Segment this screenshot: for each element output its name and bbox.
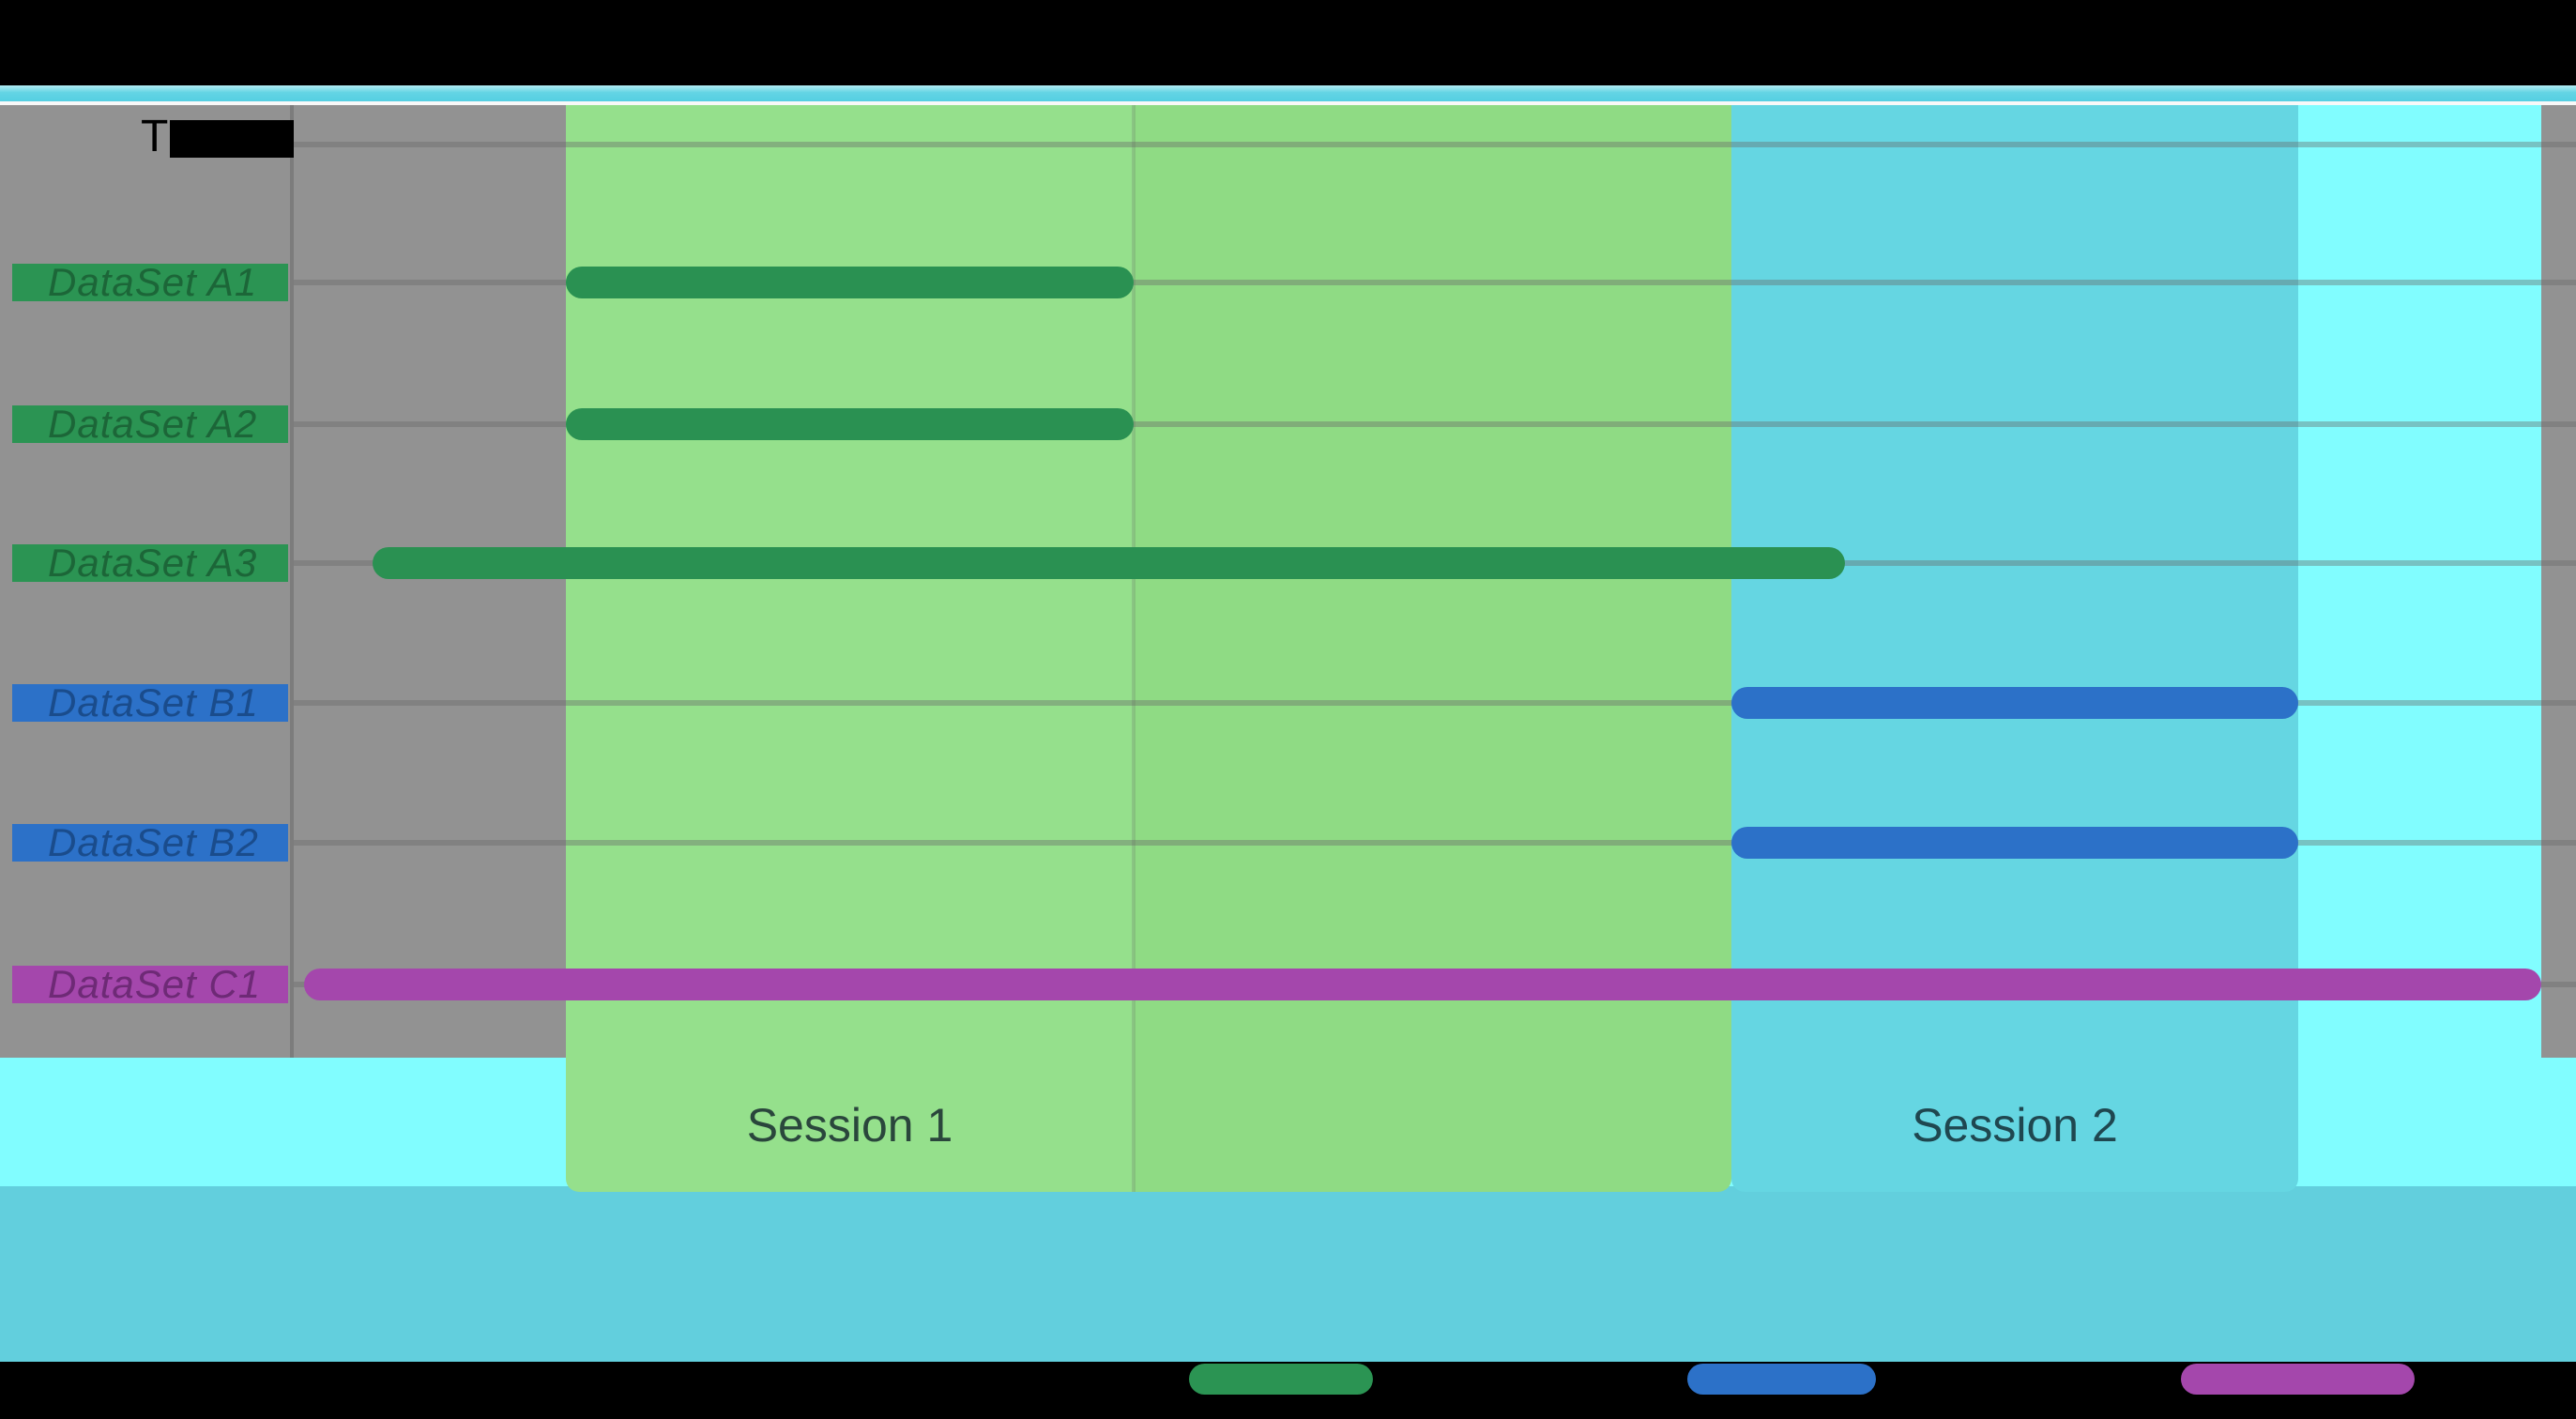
bar-dataset-a3 <box>373 547 1845 579</box>
legend-swatch-purple <box>2181 1364 2415 1395</box>
chart-title-visible-text: T <box>141 112 169 161</box>
row-label-text: DataSet B2 <box>48 824 259 862</box>
gridline-row-4 <box>294 700 2576 706</box>
row-label-dataset-a3: DataSet A3 <box>12 544 288 582</box>
footer-cyan-band <box>0 1186 2576 1362</box>
gridline-header-row <box>294 142 2576 147</box>
row-label-dataset-b1: DataSet B1 <box>12 684 288 722</box>
right-aqua-column <box>2298 105 2541 1186</box>
label-column-separator <box>290 105 294 1058</box>
row-label-dataset-a1: DataSet A1 <box>12 264 288 301</box>
plot-top-border <box>0 101 2576 105</box>
chart-title: T <box>141 112 295 161</box>
row-label-text: DataSet A3 <box>48 544 258 582</box>
bar-dataset-a1 <box>566 267 1134 298</box>
bar-dataset-a2 <box>566 408 1134 440</box>
row-label-text: DataSet A2 <box>48 405 258 443</box>
row-label-text: DataSet B1 <box>48 684 259 722</box>
row-label-dataset-a2: DataSet A2 <box>12 405 288 443</box>
bar-dataset-b2 <box>1731 827 2298 859</box>
session1-mid-gridline <box>1132 105 1136 1192</box>
row-label-dataset-c1: DataSet C1 <box>12 966 288 1003</box>
row-label-text: DataSet A1 <box>48 264 258 301</box>
row-label-text: DataSet C1 <box>48 966 262 1003</box>
chart-title-redaction-box <box>170 120 295 158</box>
top-cyan-strip <box>0 85 2576 101</box>
legend-swatch-blue <box>1687 1364 1876 1395</box>
session-1-label: Session 1 <box>746 1099 953 1152</box>
legend-swatch-green <box>1189 1364 1373 1395</box>
row-label-dataset-b2: DataSet B2 <box>12 824 288 862</box>
session-2-band <box>1731 105 2298 1192</box>
bar-dataset-b1 <box>1731 687 2298 719</box>
gridline-row-2 <box>294 421 2576 427</box>
gridline-row-1 <box>294 280 2576 285</box>
bar-dataset-c1 <box>304 969 2541 1000</box>
session-2-label: Session 2 <box>1912 1099 2118 1152</box>
gridline-row-5 <box>294 840 2576 846</box>
